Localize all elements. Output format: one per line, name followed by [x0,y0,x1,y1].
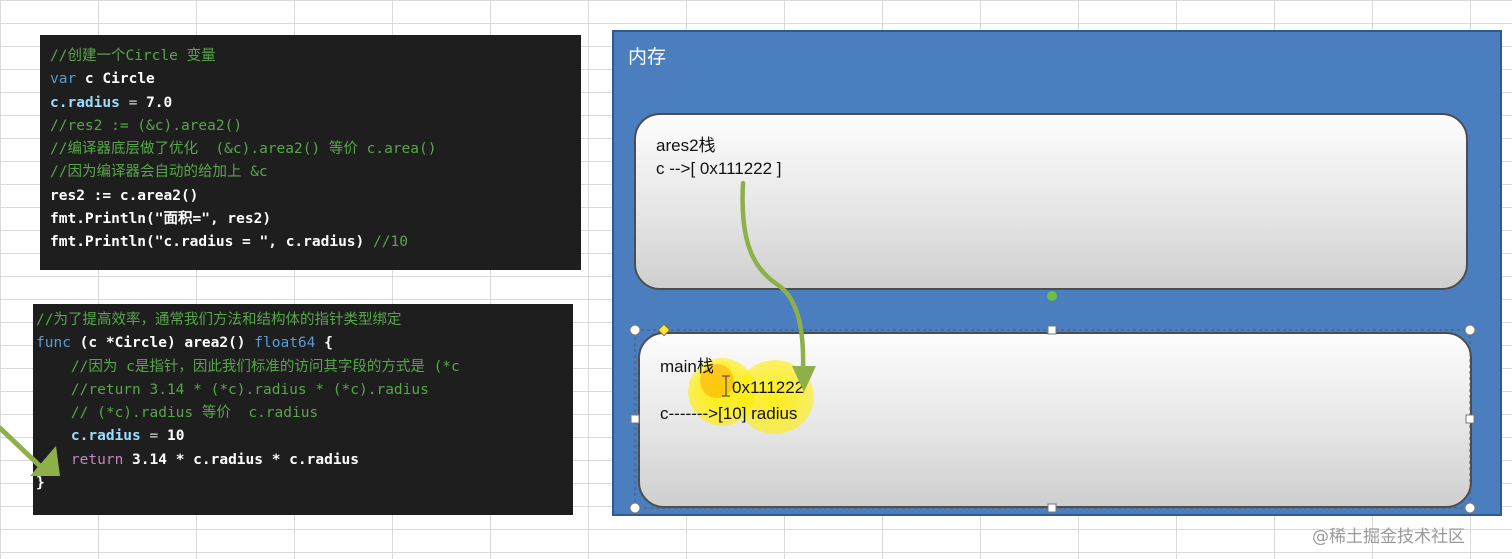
code-token: // (*c).radius 等价 c.radius [36,405,319,422]
code-line: func (c *Circle) area2() float64 { [36,332,573,355]
code-token: 3.14 * c.radius * c.radius [123,451,360,468]
ares2-stack-title: ares2栈 [656,136,716,155]
code-token: //10 [373,234,408,251]
main-radius-line: c------->[10] radius [660,404,798,423]
code-token: ) area2() [166,335,255,352]
code-token: Circle [114,335,167,352]
code-token: //res2 := (&c).area2() [50,117,243,134]
code-token: = [119,94,147,111]
code-line: var c Circle [50,68,581,91]
code-token: //因为 c是指针，因此我们标准的访问其字段的方式是 (*c [36,358,460,375]
code-line: } [36,472,573,495]
code-panel-bottom: //为了提高效率，通常我们方法和结构体的指针类型绑定 func (c *Circl… [33,304,573,515]
code-line: //编译器底层做了优化 (&c).area2() 等价 c.area() [50,138,581,161]
main-pointer-value: 0x111222 [732,378,805,397]
green-arrow-left-icon [0,425,60,476]
code-line: //创建一个Circle 变量 [50,45,581,68]
main-stack-box[interactable]: main栈 0x111222 c------->[10] radius [638,332,1472,508]
code-token: //return 3.14 * (*c).radius * (*c).radiu… [36,381,429,398]
ares2-stack-box: ares2栈 c -->[ 0x111222 ] [634,113,1468,290]
code-token: c.radius [50,94,120,111]
code-line: //return 3.14 * (*c).radius * (*c).radiu… [36,379,573,402]
code-token: return [36,451,124,468]
code-line: c.radius = 10 [36,425,573,448]
code-line: // (*c).radius 等价 c.radius [36,402,573,425]
memory-title: 内存 [628,46,667,68]
code-token: var [50,71,77,88]
memory-panel: 内存 ares2栈 c -->[ 0x111222 ] main栈 0x1112… [612,30,1502,516]
code-token: float64 [254,335,316,352]
code-token: 10 [166,428,185,445]
code-token: 7.0 [146,94,173,111]
watermark: @稀土掘金技术社区 [1312,527,1465,547]
ares2-pointer-line: c -->[ 0x111222 ] [656,159,782,178]
code-line: //因为编译器会自动的给加上 &c [50,161,581,184]
code-line: //因为 c是指针，因此我们标准的访问其字段的方式是 (*c [36,356,573,379]
code-token: //因为编译器会自动的给加上 &c [50,164,268,181]
code-token: fmt.Println("面积=", res2) [50,211,272,228]
code-token: func [36,335,71,352]
code-token: //为了提高效率，通常我们方法和结构体的指针类型绑定 [36,312,402,328]
code-line: //为了提高效率，通常我们方法和结构体的指针类型绑定 [36,309,573,332]
code-line: fmt.Println("面积=", res2) [50,208,581,231]
main-stack-title: main栈 [660,357,714,376]
code-token: res2 := c.area2() [50,187,199,204]
code-line: //res2 := (&c).area2() [50,115,581,138]
code-line: c.radius = 7.0 [50,92,581,115]
code-line: res2 := c.area2() [50,185,581,208]
code-token: //编译器底层做了优化 (&c).area2() 等价 c.area() [50,141,437,158]
code-token: fmt.Println("c.radius = ", c.radius) [50,234,374,251]
code-token: c.radius [36,428,141,445]
code-token: (c * [70,335,115,352]
code-token: = [140,428,167,445]
code-line: return 3.14 * c.radius * c.radius [36,449,573,472]
code-token: Circle [102,71,155,88]
code-token: c [76,71,103,88]
code-token: //创建一个Circle 变量 [50,48,216,64]
code-line: fmt.Println("c.radius = ", c.radius) //1… [50,231,581,254]
code-token: { [315,335,333,352]
code-token: } [36,475,45,492]
